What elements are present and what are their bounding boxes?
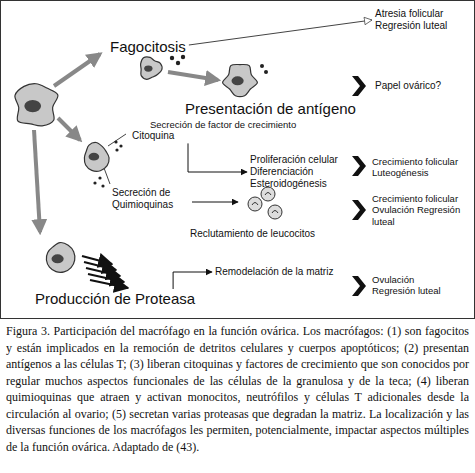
macrophage-icon bbox=[84, 142, 109, 171]
macrophage-body bbox=[46, 243, 74, 273]
chevron bbox=[352, 156, 366, 176]
node-text: Ovulación Regresión luteal bbox=[372, 274, 457, 297]
secretion-line bbox=[104, 168, 110, 184]
leukocyte-nucleus bbox=[252, 203, 258, 206]
node-text: Secreción de Quimioquinas bbox=[112, 187, 188, 211]
connector-arrow bbox=[173, 272, 212, 289]
node-text: Fagocitosis bbox=[110, 38, 186, 56]
macrophage-body bbox=[15, 84, 58, 126]
secreted-molecule bbox=[114, 140, 117, 143]
chevron bbox=[352, 76, 366, 96]
node-text: Presentación de antígeno bbox=[185, 100, 356, 118]
chevron bbox=[352, 200, 366, 220]
text-node: Reclutamiento de leucocitos bbox=[190, 228, 315, 240]
macrophage-body bbox=[84, 142, 109, 171]
node-text: Crecimiento folicular Ovulación Regresió… bbox=[372, 193, 464, 227]
figure-caption: Figura 3. Participación del macrófago en… bbox=[6, 323, 469, 455]
node-text: Proliferación celular Diferenciación Est… bbox=[250, 154, 350, 190]
node-text: Secreción de factor de crecimiento bbox=[150, 119, 296, 130]
secreted-molecule bbox=[176, 61, 180, 65]
node-text: Citoquina bbox=[132, 130, 296, 142]
node-text: Crecimiento folicular Luteogénesis bbox=[372, 156, 464, 179]
text-node: Secreción de Quimioquinas bbox=[112, 187, 188, 211]
pathway-arrow bbox=[54, 54, 100, 86]
node-text: Remodelación de la matriz bbox=[215, 266, 333, 278]
secreted-molecule bbox=[115, 148, 118, 151]
macrophage-body bbox=[141, 57, 162, 79]
node-text: Producción de Proteasa bbox=[35, 290, 195, 308]
macrophage-nucleus bbox=[52, 254, 64, 263]
macrophage-icon bbox=[223, 64, 258, 96]
text-node: Crecimiento folicular Luteogénesis bbox=[372, 156, 464, 179]
leukocyte-icon bbox=[268, 205, 282, 219]
text-node: Papel ovárico? bbox=[375, 80, 441, 92]
text-node: Fagocitosis bbox=[110, 38, 186, 56]
leukocyte-icon bbox=[261, 187, 275, 201]
text-node: Crecimiento folicular Ovulación Regresió… bbox=[372, 193, 464, 227]
macrophage-icon bbox=[141, 57, 162, 79]
text-node: Atresia folicular Regresión luteal bbox=[375, 8, 460, 32]
connector-arrow bbox=[188, 143, 247, 172]
text-node: Producción de Proteasa bbox=[35, 290, 195, 308]
secreted-molecule bbox=[119, 144, 122, 147]
chevron bbox=[352, 276, 366, 296]
protease-arrow bbox=[90, 280, 128, 288]
pathway-arrow bbox=[58, 118, 80, 140]
node-text: Reclutamiento de leucocitos bbox=[190, 228, 315, 240]
secreted-molecule bbox=[170, 56, 174, 60]
text-node: Presentación de antígeno bbox=[185, 100, 356, 118]
leukocyte-nucleus bbox=[265, 193, 271, 196]
text-node: Secreción de factor de crecimientoCitoqu… bbox=[128, 119, 296, 142]
secretion-line bbox=[108, 134, 126, 146]
connector-arrow bbox=[189, 20, 372, 45]
macrophage-nucleus bbox=[232, 76, 244, 85]
secreted-molecule bbox=[101, 184, 104, 187]
secreted-molecule bbox=[260, 64, 264, 68]
text-node: Ovulación Regresión luteal bbox=[372, 274, 457, 297]
text-node: Proliferación celular Diferenciación Est… bbox=[250, 154, 350, 190]
macrophage-icon bbox=[15, 84, 58, 126]
macrophage-nucleus bbox=[24, 100, 41, 112]
pathway-arrow bbox=[168, 72, 218, 80]
text-node: Remodelación de la matriz bbox=[215, 266, 333, 278]
thin-arrow bbox=[192, 202, 238, 203]
leukocyte-icon bbox=[248, 197, 262, 211]
macrophage-body bbox=[223, 64, 258, 96]
leukocyte-nucleus bbox=[272, 211, 278, 214]
pathway-arrow bbox=[34, 130, 40, 232]
figure-frame bbox=[1, 1, 475, 319]
secreted-molecule bbox=[98, 176, 101, 179]
secreted-molecule bbox=[264, 70, 268, 74]
node-text: Atresia folicular Regresión luteal bbox=[375, 8, 460, 32]
secreted-molecule bbox=[181, 55, 185, 59]
macrophage-nucleus bbox=[89, 153, 100, 161]
node-text: Papel ovárico? bbox=[375, 80, 441, 92]
secreted-molecule bbox=[93, 181, 96, 184]
macrophage-nucleus bbox=[144, 65, 152, 71]
macrophage-icon bbox=[46, 243, 74, 273]
